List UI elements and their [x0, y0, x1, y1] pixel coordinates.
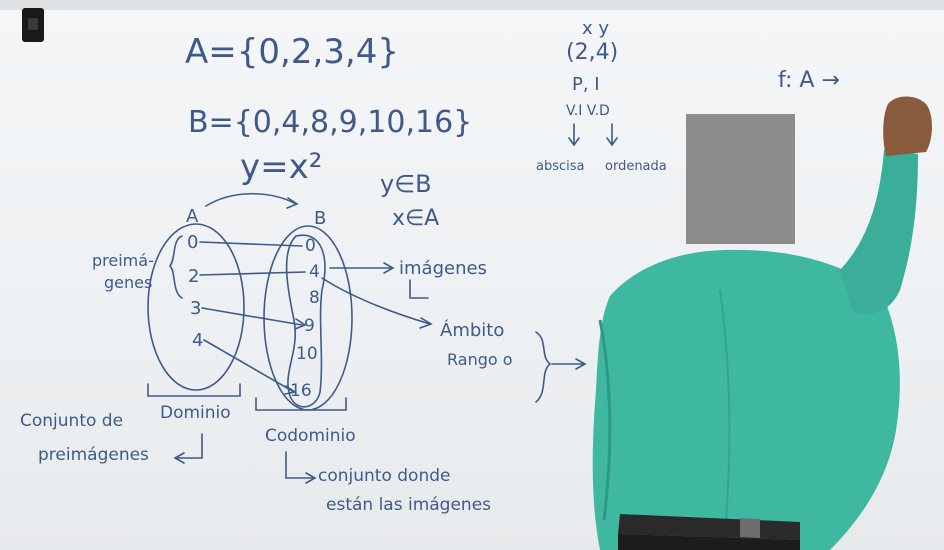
preimagenes-hook — [175, 433, 203, 459]
whiteboard-top-edge — [0, 0, 944, 10]
codominio-hook — [285, 451, 315, 479]
preimagenes-brace — [168, 235, 183, 299]
teal-shirt — [592, 249, 900, 550]
domain-value-3: 3 — [190, 298, 202, 319]
xy-header: x y — [582, 18, 610, 39]
domain-value-0: 0 — [187, 232, 199, 253]
set-a-definition: A={0,2,3,4} — [185, 32, 399, 72]
ambito-label: Ámbito — [440, 320, 505, 341]
function-mapping: f: A → — [778, 68, 840, 93]
preimagenes-line-1: preimá- — [92, 251, 154, 270]
ambito-arrow — [321, 277, 431, 325]
map-arrow-3 — [201, 307, 303, 326]
domain-value-2: 2 — [188, 266, 200, 287]
y-in-b: y∈B — [380, 170, 432, 198]
set-b-label: B — [314, 208, 327, 229]
x-in-a: x∈A — [392, 206, 440, 231]
map-arrow-2 — [199, 271, 306, 276]
ordered-pair: (2,4) — [566, 40, 619, 65]
vi-vd-label: V.I V.D — [566, 103, 610, 119]
imagenes-hook — [409, 279, 429, 299]
codominio-label: Codominio — [265, 426, 356, 446]
domain-value-4: 4 — [192, 330, 204, 351]
p-i-label: P, I — [572, 74, 600, 95]
dominio-bracket — [147, 383, 241, 397]
pants — [618, 534, 800, 550]
conjunto-preimagenes-line-1: Conjunto de — [20, 411, 124, 431]
dominio-label: Dominio — [160, 403, 231, 423]
set-b-definition: B={0,4,8,9,10,16} — [188, 105, 473, 140]
top-arc-arrowhead — [286, 197, 299, 209]
rango-brace — [535, 331, 552, 403]
codomain-value-8: 8 — [309, 288, 320, 308]
rango-label: Rango o — [447, 350, 513, 369]
map-arrow-4 — [203, 339, 295, 393]
map-arrow-0 — [199, 241, 303, 247]
set-a-ellipse — [147, 223, 245, 391]
set-a-label: A — [186, 206, 199, 227]
codominio-bracket — [255, 397, 347, 411]
codomain-value-4: 4 — [309, 262, 320, 282]
hand — [883, 96, 932, 156]
top-arc-arrow — [205, 192, 297, 207]
codomain-value-0: 0 — [305, 236, 316, 256]
imagenes-label: imágenes — [399, 258, 487, 279]
belt-buckle — [740, 518, 760, 538]
codomain-value-16: 16 — [290, 381, 312, 401]
preimagenes-line-2: genes — [104, 273, 153, 292]
codomain-value-10: 10 — [296, 344, 318, 364]
abscisa-label: abscisa — [536, 159, 585, 174]
ordenada-label: ordenada — [605, 159, 667, 174]
conjunto-imagenes-line-1: conjunto donde — [318, 466, 451, 486]
codomain-value-9: 9 — [304, 316, 315, 336]
function-rule: y=x² — [240, 147, 323, 187]
raised-arm — [840, 150, 918, 315]
face-privacy-mask — [686, 114, 795, 244]
board-magnet — [22, 8, 44, 42]
conjunto-imagenes-line-2: están las imágenes — [326, 495, 492, 515]
conjunto-preimagenes-line-2: preimágenes — [38, 445, 149, 465]
